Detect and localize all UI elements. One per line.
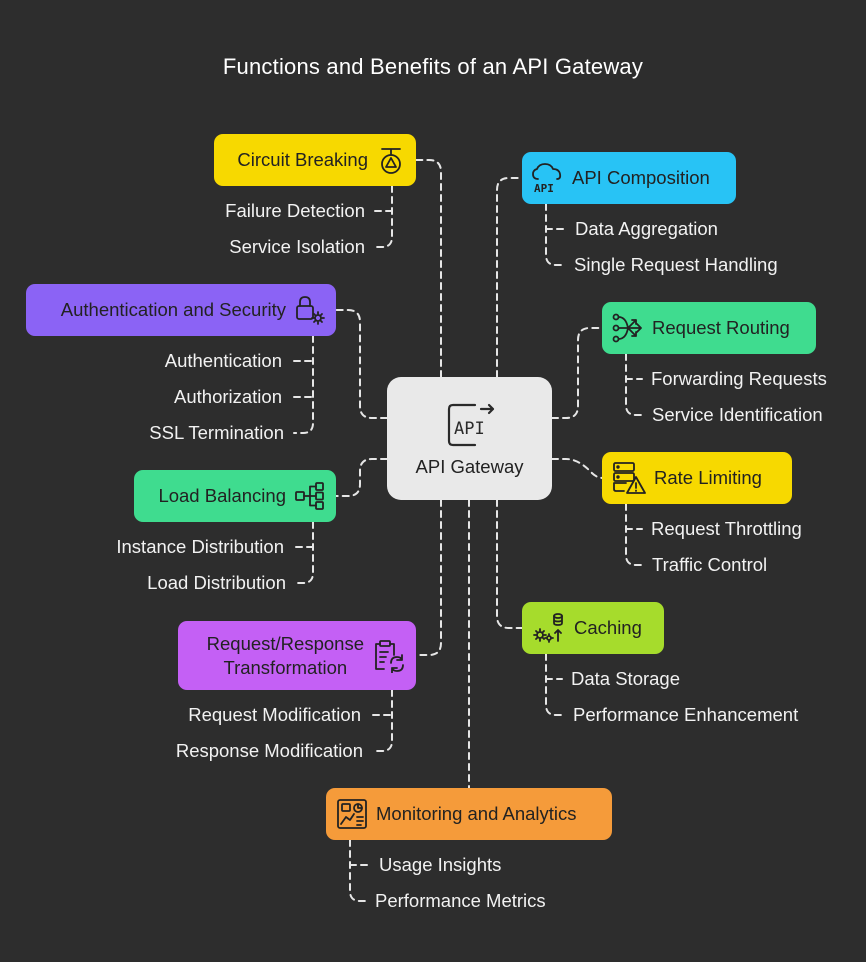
authentication-security-label: Authentication and Security (60, 299, 286, 320)
caching-node: Caching (522, 602, 664, 654)
authentication-security-node: Authentication and Security (26, 284, 336, 336)
caching-item-1: Data Storage (571, 668, 681, 689)
caching-item-2: Performance Enhancement (573, 704, 799, 725)
api-composition-node: API API Composition (522, 152, 736, 204)
api-composition-label: API Composition (572, 167, 710, 188)
circuit-breaking-item-1: Failure Detection (225, 200, 365, 221)
rate-limiting-node: Rate Limiting (602, 452, 792, 504)
connector-load-balancing (335, 458, 388, 497)
diagram-title: Functions and Benefits of an API Gateway (222, 54, 644, 79)
connector-rate-limiting (551, 458, 604, 479)
request-routing-item-1: Forwarding Requests (651, 368, 827, 389)
load-balancing-item-1: Instance Distribution (116, 536, 284, 557)
transformation-label: Request/Response Transformation (207, 632, 364, 680)
monitoring-item-1: Usage Insights (379, 854, 502, 875)
load-balancing-item-2: Load Distribution (147, 572, 286, 593)
load-balancing-node: Load Balancing (134, 470, 336, 522)
api-door-icon: API (445, 397, 495, 452)
authentication-item-1: Authentication (164, 350, 282, 371)
monitoring-label: Monitoring and Analytics (376, 803, 577, 824)
svg-text:API: API (534, 182, 554, 194)
rate-limiting-item-1: Request Throttling (651, 518, 802, 539)
routing-arrows-icon (612, 312, 644, 344)
circuit-breaking-label: Circuit Breaking (237, 149, 368, 170)
authentication-item-3: SSL Termination (149, 422, 284, 443)
api-composition-item-1: Data Aggregation (575, 218, 718, 239)
connector-caching (496, 499, 523, 629)
network-tree-icon (294, 480, 326, 512)
rate-limiting-label: Rate Limiting (654, 467, 762, 488)
connector-circuit-breaking (415, 159, 442, 378)
connector-transformation (415, 499, 442, 656)
api-gateway-node: API API Gateway (387, 377, 552, 500)
lock-gear-icon (294, 294, 326, 326)
cloud-api-icon: API (532, 162, 564, 194)
rate-limiting-item-2: Traffic Control (652, 554, 768, 575)
circuit-breaking-node: Circuit Breaking (214, 134, 416, 186)
clipboard-refresh-icon (372, 639, 406, 673)
transformation-item-2: Response Modification (175, 740, 363, 761)
load-balancing-label: Load Balancing (158, 485, 286, 506)
traffic-light-icon (376, 145, 406, 175)
transformation-label-line-2: Transformation (223, 656, 348, 678)
connector-authentication (335, 309, 388, 419)
dashboard-icon (336, 798, 368, 830)
transformation-label-line-1: Request/Response (206, 632, 364, 654)
transformation-node: Request/Response Transformation (178, 621, 416, 690)
request-routing-label: Request Routing (652, 317, 790, 338)
transformation-item-1: Request Modification (188, 704, 361, 725)
svg-text:API: API (454, 419, 485, 439)
cache-gears-icon (532, 611, 566, 645)
api-composition-item-2: Single Request Handling (574, 254, 778, 275)
monitoring-node: Monitoring and Analytics (326, 788, 612, 840)
caching-label: Caching (574, 617, 642, 638)
request-routing-item-2: Service Identification (652, 404, 823, 425)
circuit-breaking-item-2: Service Isolation (229, 236, 365, 257)
authentication-item-2: Authorization (174, 386, 282, 407)
monitoring-item-2: Performance Metrics (375, 890, 546, 911)
request-routing-node: Request Routing (602, 302, 816, 354)
api-gateway-label: API Gateway (415, 456, 524, 477)
server-warning-icon (612, 461, 646, 495)
connector-request-routing (551, 327, 604, 419)
connector-api-composition (496, 177, 523, 378)
